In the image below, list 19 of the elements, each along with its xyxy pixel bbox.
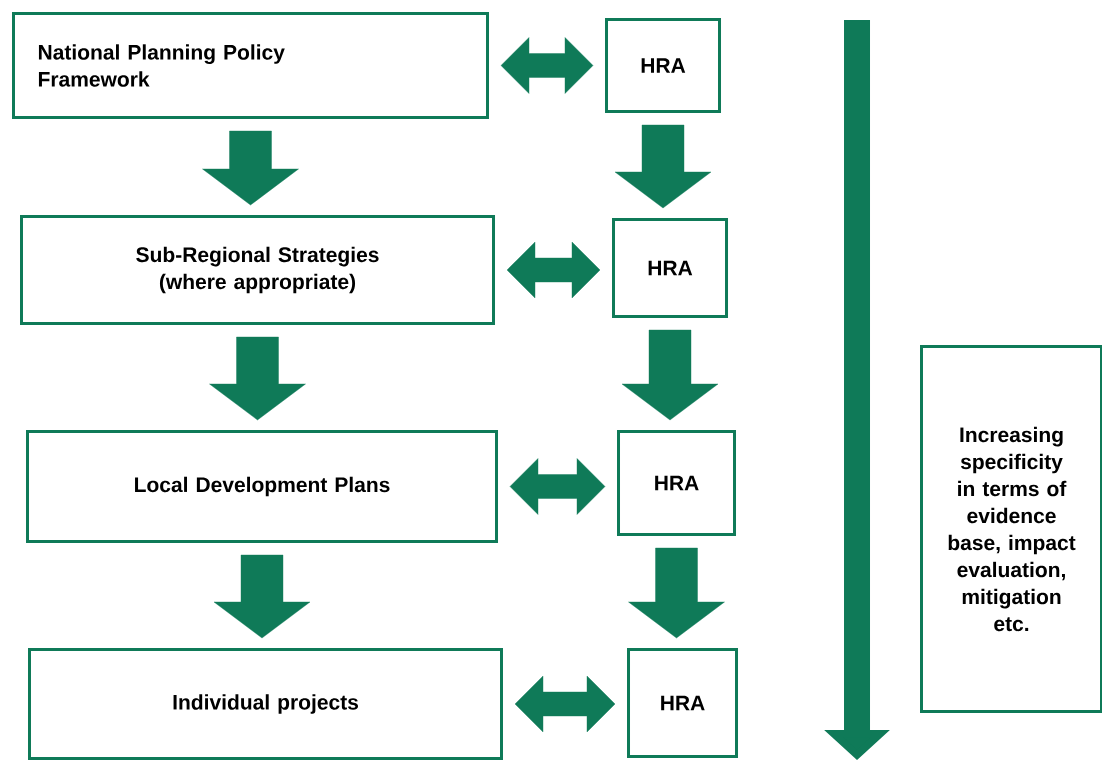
block-arrow [614,124,712,209]
block-arrow [514,675,616,733]
process-box: National Planning Policy Framework [12,12,489,119]
block-arrow [628,547,725,639]
process-box: Individual projects [28,648,503,760]
hra-box: HRA [605,18,721,113]
block-arrow [509,458,606,515]
block-arrow [621,329,719,421]
block-arrow [213,554,311,639]
block-arrow [500,37,594,94]
hra-box: HRA [617,430,736,536]
text-box: Increasing specificity in terms of evidence base, impact evaluation, mitigation etc. [920,345,1102,713]
block-arrow [209,336,306,421]
block-arrow [506,241,601,299]
block-arrow [202,130,299,206]
process-box: Sub-Regional Strategies (where appropriate) [20,215,495,325]
hra-box: HRA [627,648,738,758]
process-box: Local Development Plans [26,430,498,543]
hra-box: HRA [612,218,728,318]
